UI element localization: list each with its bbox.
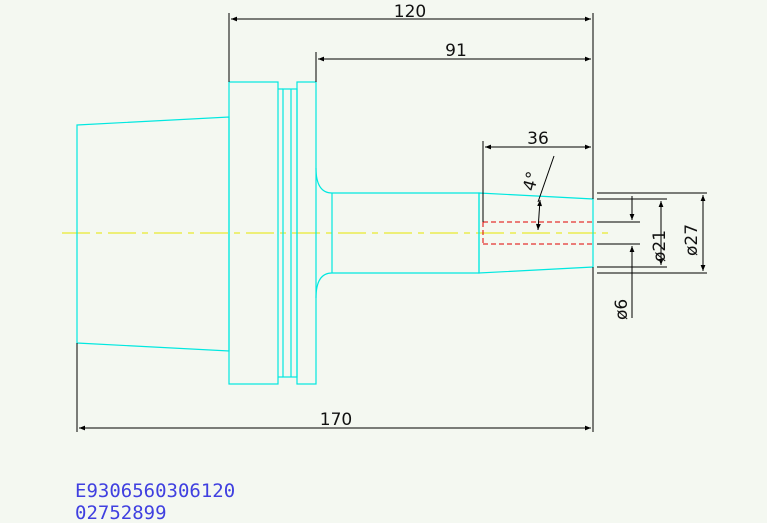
dim-91-text: 91	[445, 41, 467, 61]
dim-120-text: 120	[394, 2, 426, 22]
dim-120: 120	[228, 2, 594, 199]
dim-dia-21: ø21	[650, 201, 670, 265]
dim-dia-6-text: ø6	[612, 299, 632, 320]
part-outline	[76, 81, 594, 385]
bore-hidden-lines	[482, 221, 593, 245]
dim-dia-6: ø6	[612, 196, 635, 320]
part-code-label: E9306560306120	[75, 480, 235, 502]
order-code-label: 02752899	[75, 502, 167, 523]
dim-36: 36	[482, 129, 591, 222]
dim-dia-21-text: ø21	[650, 230, 670, 262]
dim-170-text: 170	[320, 410, 352, 430]
dim-91: 91	[315, 41, 591, 82]
dim-36-text: 36	[527, 129, 549, 149]
collar	[296, 81, 317, 385]
taper-body	[76, 116, 230, 352]
dim-170: 170	[76, 267, 594, 432]
dim-taper-angle: 4°	[520, 155, 555, 231]
flange	[228, 81, 279, 385]
dim-dia-27: ø27	[682, 195, 706, 271]
dim-angle-text: 4°	[520, 169, 544, 193]
dim-dia-27-text: ø27	[682, 224, 702, 256]
